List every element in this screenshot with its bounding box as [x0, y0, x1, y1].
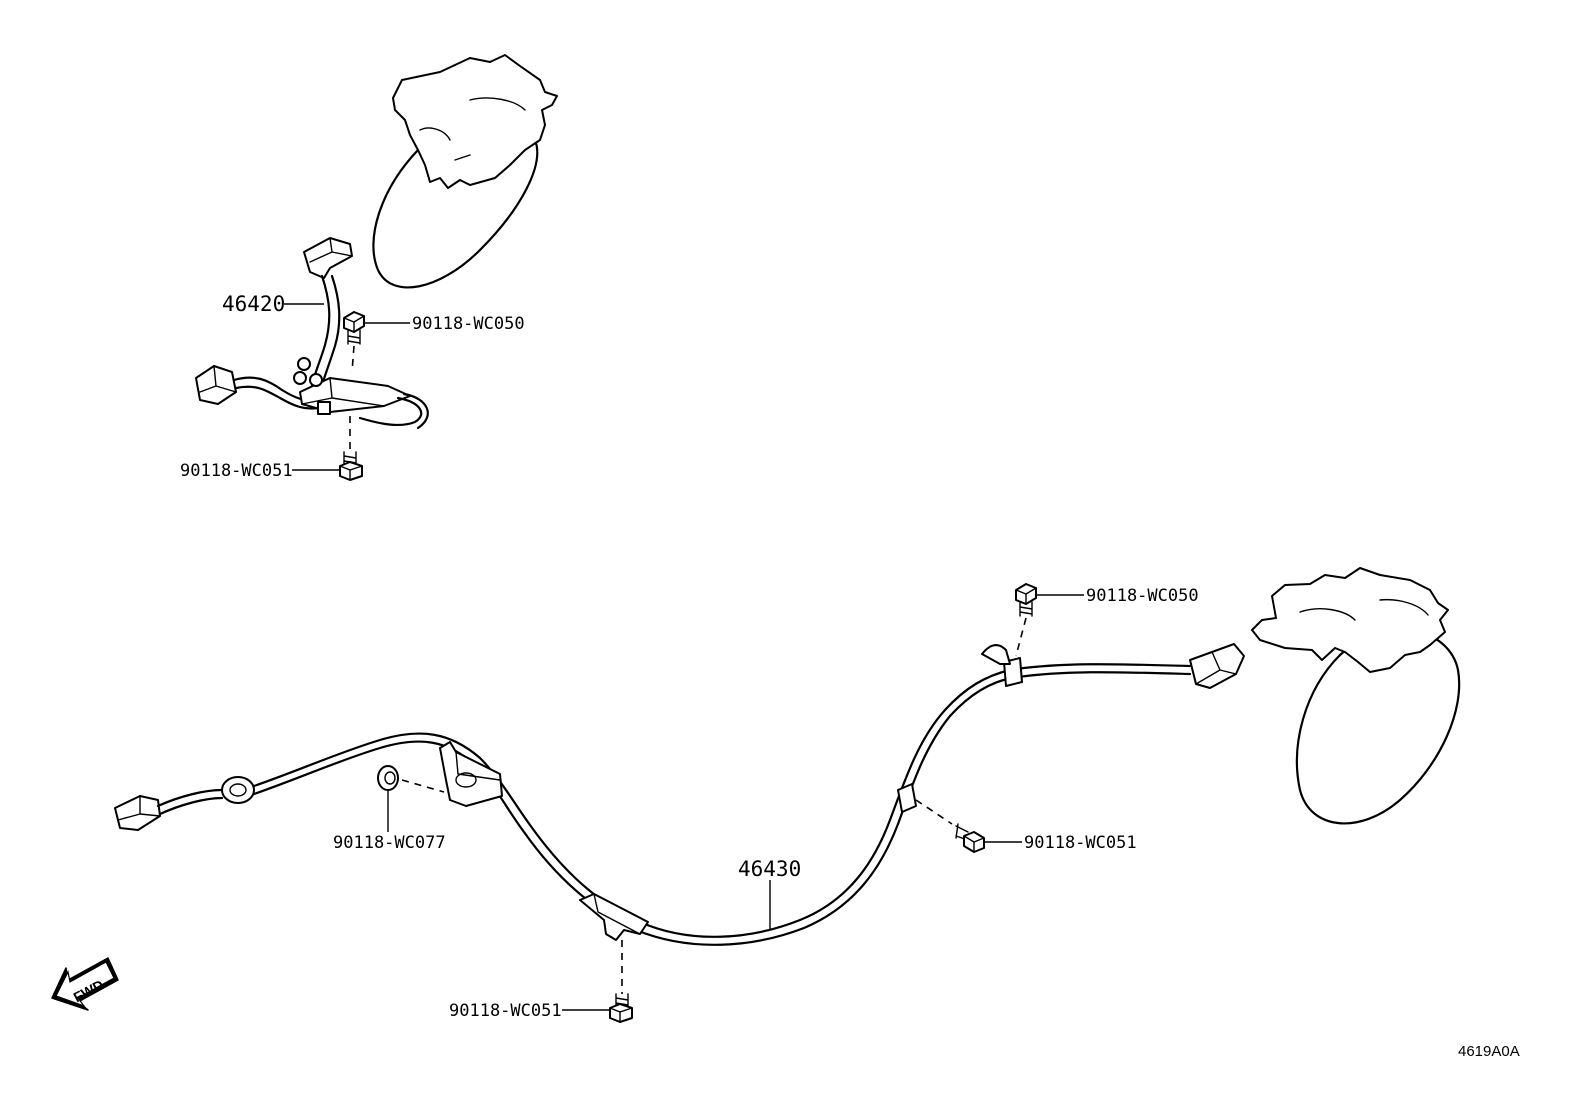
callout-upper-sensor: 46420 [222, 292, 285, 316]
upper-bolt-top [343, 311, 365, 345]
upper-speed-sensor [195, 237, 429, 430]
fwd-direction-arrow: FWD [51, 957, 119, 1011]
upper-bolt-bottom [339, 451, 363, 481]
lower-brake-disc [1251, 567, 1461, 825]
callout-upper-bolt-bottom: 90118-WC051 [180, 461, 293, 481]
lower-bolt-bottom [609, 993, 633, 1023]
diagram-reference-code: 4619A0A [1458, 1043, 1520, 1060]
lower-bolt-top-right [1015, 583, 1037, 617]
callout-lower-bolt-mid-right: 90118-WC051 [1024, 833, 1137, 853]
lower-grommet [377, 765, 399, 791]
lower-bolt-mid-right [955, 823, 985, 853]
callout-lower-bolt-top-right: 90118-WC050 [1086, 586, 1199, 606]
callout-upper-bolt-top: 90118-WC050 [412, 314, 525, 334]
callout-lower-bolt-bottom: 90118-WC051 [449, 1001, 562, 1021]
lower-speed-sensor [114, 643, 1245, 946]
upper-brake-disc [372, 54, 558, 289]
callout-lower-grommet: 90118-WC077 [333, 833, 446, 853]
callout-lower-sensor: 46430 [738, 857, 801, 881]
